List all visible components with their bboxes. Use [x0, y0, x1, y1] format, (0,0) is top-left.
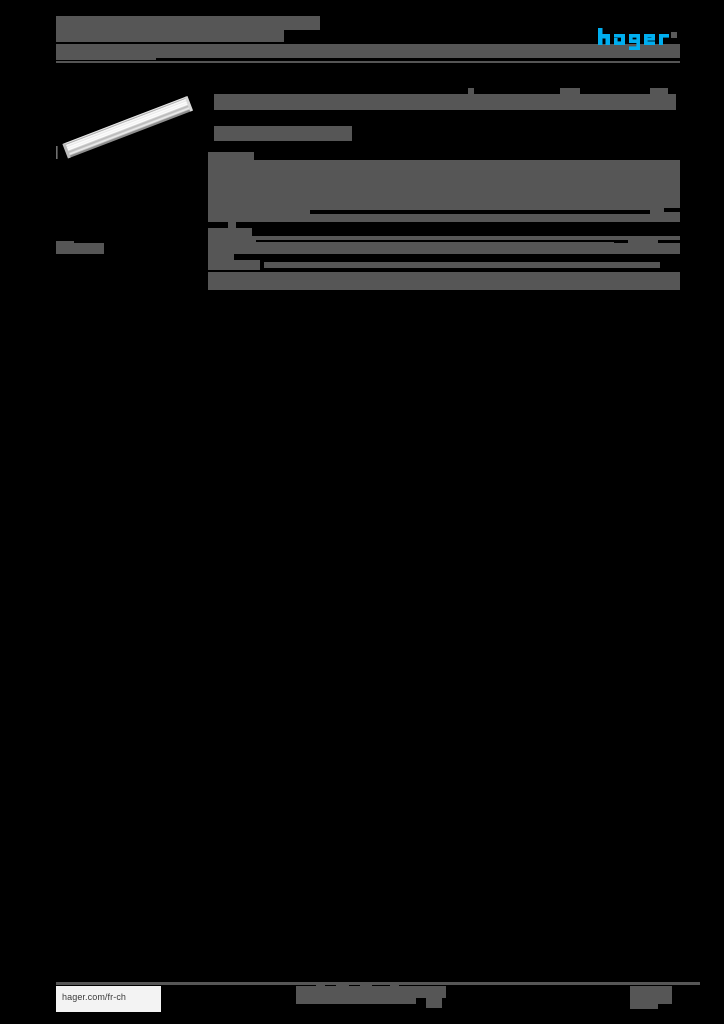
- footer-center-redacted-4: [390, 982, 399, 988]
- section-subheading: [208, 126, 680, 142]
- table-row-label-redacted: [208, 228, 252, 238]
- table-header-label-redacted: [208, 152, 254, 160]
- footer-page-number-redacted: [630, 986, 672, 1004]
- footer-page-number-redacted-2: [630, 1004, 658, 1009]
- left-caption-redacted: [56, 243, 104, 254]
- table-row: [208, 160, 680, 208]
- table-row-label-redacted: [208, 236, 256, 254]
- product-title-redacted-3: [164, 18, 216, 30]
- product-title-redacted-2: [56, 30, 278, 42]
- footer-center-redacted-3: [360, 982, 372, 988]
- table-row-label-redacted: [208, 198, 268, 222]
- product-title-redacted-4: [224, 16, 320, 30]
- table-row-value-redacted: [264, 262, 660, 268]
- footer-divider: [56, 982, 700, 985]
- header-divider: [56, 61, 680, 63]
- table-row-value-redacted: [256, 242, 614, 246]
- main-content: [208, 88, 680, 302]
- footer-url-box[interactable]: hager.com/fr-ch: [56, 986, 161, 1012]
- product-image: [48, 88, 208, 168]
- spec-table: [208, 152, 680, 302]
- table-row-label-redacted: [208, 272, 256, 290]
- footer-center-redacted-6: [296, 998, 416, 1004]
- table-row-marker: [222, 254, 234, 264]
- hager-logo: [598, 28, 680, 50]
- header-redaction-bar: [56, 44, 680, 58]
- table-row-value-right-redacted: [628, 237, 658, 245]
- table-row: [208, 272, 680, 290]
- table-row-label-redacted: [208, 260, 260, 270]
- footer-center-redacted-1: [316, 982, 325, 988]
- table-row: [208, 212, 680, 222]
- footer-center-redacted-2: [336, 982, 349, 988]
- table-row-sep: [310, 210, 650, 214]
- table-row-label-redacted: [208, 254, 230, 262]
- table-row-underline: [208, 240, 680, 243]
- footer-center-redacted-5: [296, 986, 446, 998]
- footer-center-redacted-7: [426, 998, 442, 1008]
- section-heading: [208, 88, 680, 110]
- product-title-redacted-5: [224, 30, 284, 42]
- table-gap: [208, 222, 680, 228]
- page-footer: hager.com/fr-ch: [40, 978, 700, 1018]
- footer-url[interactable]: hager.com/fr-ch: [62, 992, 127, 1002]
